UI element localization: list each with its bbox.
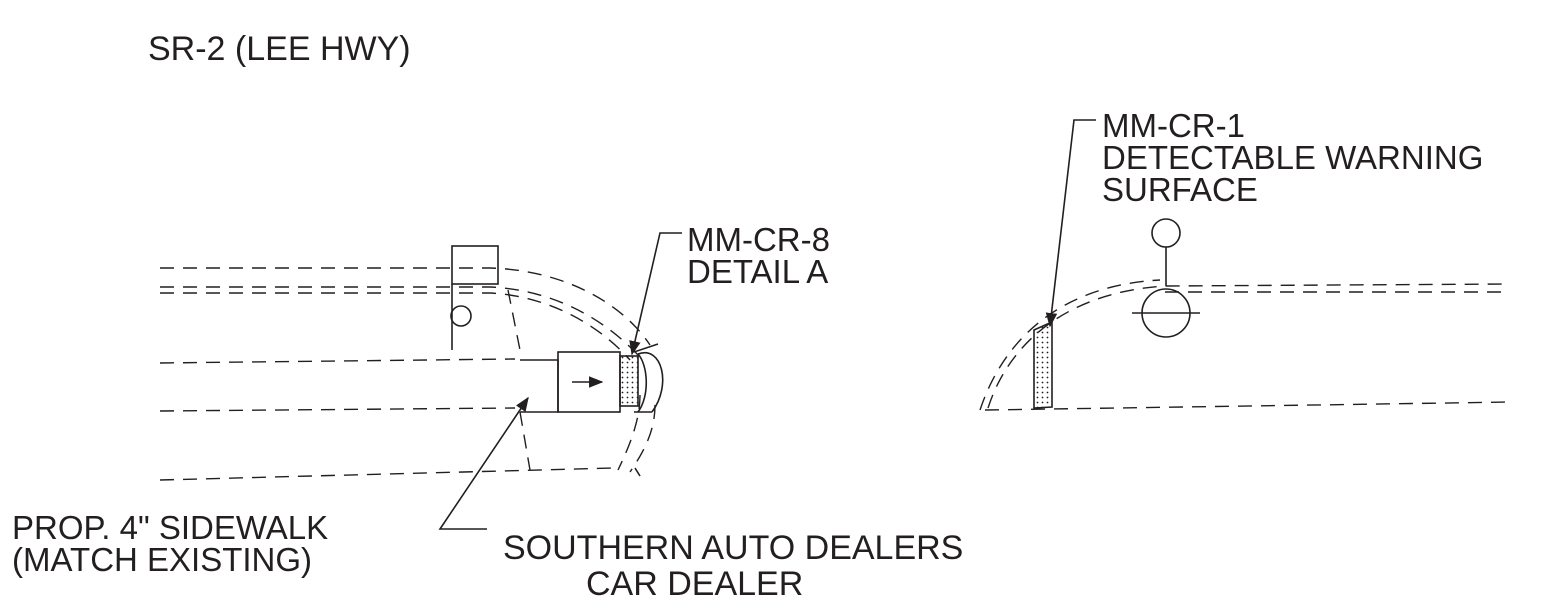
utility-box [451,245,499,285]
match-existing-label: (MATCH EXISTING) [12,541,312,578]
ramp-curb-line [637,353,648,413]
leader-line [629,232,682,356]
detail-a-label: DETAIL A [687,253,828,290]
structure-edge [507,289,521,351]
owner-type-label: CAR DEALER [586,565,803,603]
signal-head-icon [1151,218,1181,248]
road-edge-line [987,283,1511,409]
surface-label: SURFACE [1102,171,1258,208]
sidewalk-label: PROP. 4" SIDEWALK [12,509,328,546]
left-intersection [159,232,682,530]
sidewalk-edge-line [159,407,516,412]
tick-mark [634,467,641,477]
proposed-sidewalk-outline [520,359,559,413]
structure-edge [519,411,531,471]
mm-cr-1-label: MM-CR-1 [1102,107,1245,144]
sidewalk-edge-line [159,467,616,481]
detectable-warning-pad [619,355,639,407]
road-edge-line [160,292,631,361]
right-intersection [979,119,1513,411]
leader-line [1045,119,1096,328]
road-edge-line [160,267,651,346]
curb-curve-line [629,404,656,473]
road-edge-line [979,279,1161,411]
ramp-curb-line [637,351,664,413]
ramp-edge [633,343,659,353]
utility-pole-icon [450,305,472,327]
road-edge-line [160,286,639,356]
mm-cr-8-label: MM-CR-8 [687,221,830,258]
owner-name-label: SOUTHERN AUTO DEALERS [503,529,963,567]
road-name-label: SR-2 (LEE HWY) [148,30,411,68]
curb-curve-line [617,394,641,471]
leader-line [438,396,529,530]
sidewalk-edge-line [159,358,516,364]
detectable-warning-label: DETECTABLE WARNING [1102,139,1483,176]
detectable-warning-pad [1033,320,1053,409]
sidewalk-edge-line [984,401,1513,411]
